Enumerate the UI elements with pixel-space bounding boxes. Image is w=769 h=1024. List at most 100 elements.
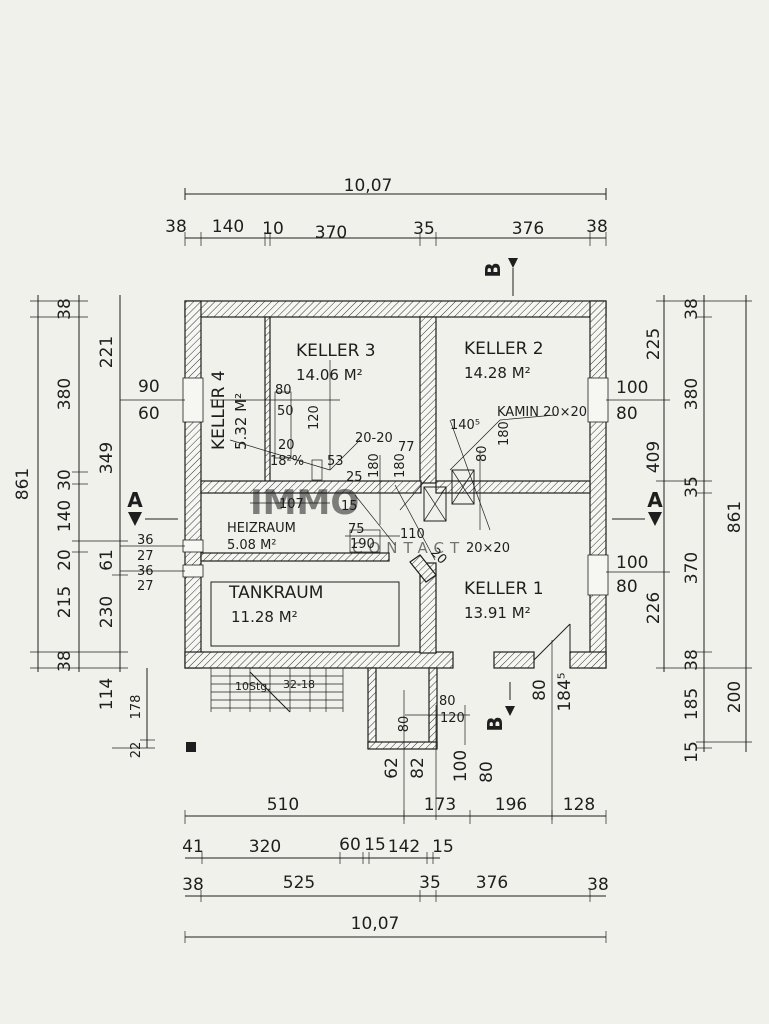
dim-k2-b: 80 — [475, 445, 490, 462]
dim-left-3: 140 — [55, 500, 75, 532]
dim-left-inner-4: 114 — [97, 678, 117, 710]
dim-bottom1-0: 510 — [267, 795, 299, 815]
dim-left-window-36b: 36 — [137, 564, 154, 579]
dim-k1-b: 80 — [530, 679, 550, 701]
watermark-sub: CONTACT — [352, 539, 465, 557]
walls — [182, 300, 609, 750]
dim-top-6: 38 — [586, 217, 608, 237]
dim-k4-g: 25 — [346, 470, 363, 485]
dim-bottom1-2: 196 — [495, 795, 527, 815]
room-tankraum-area: 11.28 M² — [231, 608, 298, 626]
section-markers: B B A A — [127, 258, 663, 732]
right-dimensions: 225 409 226 38 380 35 370 38 185 15 861 … — [616, 295, 752, 763]
dim-right-window-100b: 100 — [616, 553, 648, 573]
room-keller-2-name: KELLER 2 — [464, 339, 544, 359]
left-dimensions: 861 38 380 30 140 20 215 38 221 349 61 2… — [13, 295, 160, 758]
dim-top-total: 10,07 — [344, 176, 393, 196]
dim-k4-d: 20 — [278, 438, 295, 453]
section-a-left: A — [127, 488, 143, 512]
dim-h-a: 107 — [279, 497, 304, 512]
stairs-label: 10Stg. — [235, 680, 271, 693]
dim-k3-b: 77 — [398, 440, 415, 455]
dim-k2-a: 140⁵ — [450, 418, 480, 433]
dim-bottom3-2: 35 — [419, 873, 441, 893]
dim-right-inner-1: 409 — [644, 441, 664, 473]
section-a-right: A — [647, 488, 663, 512]
dim-bottom2-2: 60 — [339, 835, 361, 855]
bottom-dimensions: 510 173 196 128 41 320 60 15 142 15 38 5… — [182, 795, 609, 943]
dim-left-small-1: 22 — [129, 742, 144, 759]
exterior-dimensions: 80 120 80 80 184⁵ 62 82 100 80 — [186, 672, 575, 783]
watermark-main: IMMO — [250, 483, 359, 523]
dim-bottom1-1: 173 — [424, 795, 456, 815]
dim-left-window-27a: 27 — [137, 549, 154, 564]
room-keller-3-area: 14.06 M² — [296, 366, 363, 384]
room-keller-4-name: KELLER 4 — [209, 370, 229, 450]
dim-bottom2-3: 15 — [364, 835, 386, 855]
dim-top-3: 370 — [315, 223, 347, 243]
dim-right-window-100a: 100 — [616, 378, 648, 398]
dim-h-b: 15 — [341, 499, 358, 514]
dim-k4-b: 50 — [277, 404, 294, 419]
dim-left-inner-1: 349 — [97, 442, 117, 474]
dim-below-1: 82 — [408, 757, 428, 779]
dim-k4-a: 80 — [275, 383, 292, 398]
dim-left-4: 20 — [55, 549, 75, 571]
dim-ext-a: 80 — [439, 694, 456, 709]
room-labels: KELLER 3 14.06 M² KELLER 2 14.28 M² KELL… — [209, 339, 544, 626]
dim-top-2: 10 — [262, 219, 284, 239]
dim-k4-c: 120 — [307, 405, 322, 430]
dim-k3-c: 180 — [393, 453, 408, 478]
dim-right-200: 200 — [725, 681, 745, 713]
dim-bottom-total: 10,07 — [351, 914, 400, 934]
dim-left-5: 215 — [55, 586, 75, 618]
dim-k3-a: 20-20 — [355, 431, 393, 446]
dim-left-small-0: 178 — [129, 695, 144, 720]
dim-top-1: 140 — [212, 217, 244, 237]
stairs: 10Stg. 32-18 — [210, 668, 344, 713]
room-keller-2-area: 14.28 M² — [464, 364, 531, 382]
room-keller-1-name: KELLER 1 — [464, 579, 544, 599]
dim-left-2: 30 — [55, 469, 75, 491]
dim-left-inner-2: 61 — [97, 549, 117, 571]
dim-left-0: 38 — [55, 298, 75, 320]
dim-right-5: 185 — [682, 688, 702, 720]
dim-right-total: 861 — [725, 501, 745, 533]
dim-bottom2-5: 15 — [432, 837, 454, 857]
watermark-logo: IMMO CONTACT — [250, 483, 465, 557]
dim-right-6: 15 — [682, 741, 702, 763]
dim-left-window-90: 90 — [138, 377, 160, 397]
dim-left-total: 861 — [13, 468, 33, 500]
room-keller-4-area: 5.32 M² — [232, 393, 250, 450]
dim-bottom2-4: 142 — [388, 837, 420, 857]
dim-below-0: 62 — [382, 757, 402, 779]
dim-k1-a: 184⁵ — [555, 672, 575, 711]
dim-right-4: 38 — [682, 649, 702, 671]
dim-left-window-36a: 36 — [137, 533, 154, 548]
dim-ext-b: 120 — [440, 711, 465, 726]
dim-top-5: 376 — [512, 219, 544, 239]
dim-right-window-80a: 80 — [616, 404, 638, 424]
dim-h-e: 190 — [350, 537, 375, 552]
dim-bottom1-3: 128 — [563, 795, 595, 815]
dim-bottom2-1: 320 — [249, 837, 281, 857]
room-keller-3-name: KELLER 3 — [296, 341, 376, 361]
dim-top-4: 35 — [413, 219, 435, 239]
dim-k2-c: 180 — [497, 421, 512, 446]
dim-left-6: 38 — [55, 650, 75, 672]
room-heizraum-name: HEIZRAUM — [227, 521, 296, 536]
dim-below-2: 100 — [451, 750, 471, 782]
dim-below-3: 80 — [477, 761, 497, 783]
dim-k3-d: 180 — [367, 453, 382, 478]
dim-bottom2-0: 41 — [182, 837, 204, 857]
dim-right-inner-0: 225 — [644, 328, 664, 360]
kamin-size: 20×20 — [466, 541, 510, 556]
dim-right-inner-2: 226 — [644, 592, 664, 624]
dim-right-1: 380 — [682, 378, 702, 410]
dim-k4-e: 18²% — [270, 454, 304, 469]
dim-right-0: 38 — [682, 298, 702, 320]
dim-ext-c: 80 — [397, 716, 412, 733]
dim-bottom3-4: 38 — [587, 875, 609, 895]
dim-h-c: 75 — [348, 522, 365, 537]
section-b-bottom: B — [483, 716, 507, 731]
